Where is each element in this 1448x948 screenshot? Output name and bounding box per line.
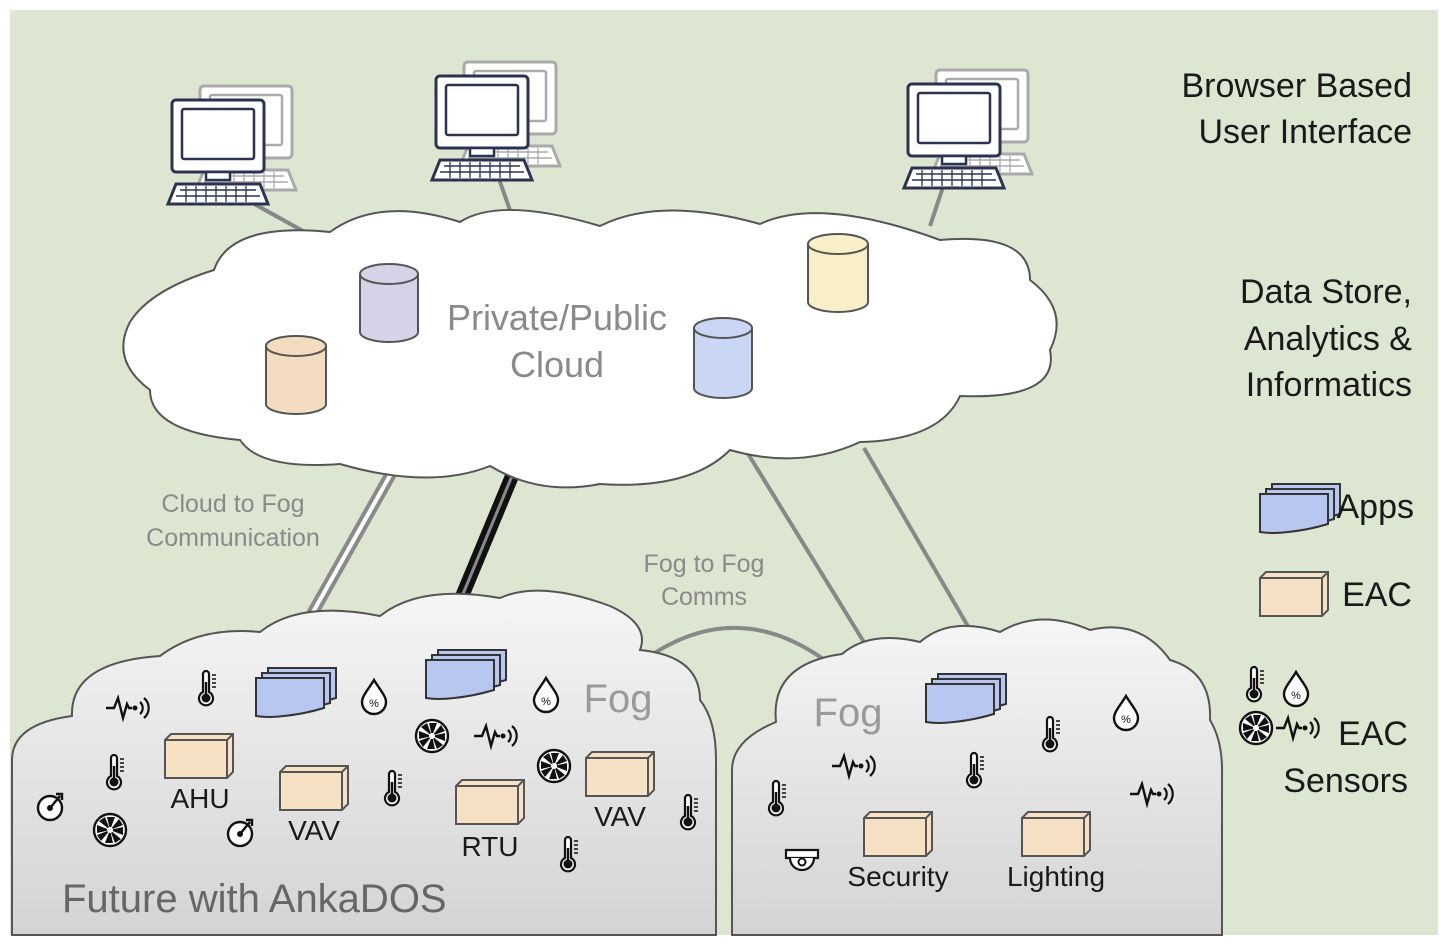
- eac-unit-label: Security: [847, 861, 948, 892]
- fog-left-label: Fog: [584, 677, 653, 721]
- fog-right-label: Fog: [814, 691, 883, 735]
- eac-unit-vav: [279, 765, 349, 811]
- eac-unit-ahu: [164, 733, 234, 779]
- eac-unit-label: Lighting: [1007, 861, 1105, 892]
- fan-icon: [92, 812, 128, 848]
- computer-icon: [430, 74, 534, 182]
- cloud-to-fog-label-line1: Cloud to Fog: [161, 490, 304, 518]
- fog-to-fog-label-line1: Fog to Fog: [644, 550, 765, 578]
- eac-unit-label: RTU: [461, 831, 518, 862]
- computer-icon: [902, 82, 1006, 190]
- fog-to-fog-link: [648, 625, 832, 666]
- legend-eac-icon: [1259, 571, 1329, 617]
- fan-icon: [536, 748, 572, 784]
- database-blue: [693, 317, 753, 399]
- legend-sensors-label-line2: Sensors: [1283, 762, 1408, 800]
- fan-icon: [414, 718, 450, 754]
- cloud-to-fog-right-links: [740, 442, 978, 654]
- side-label-data-line2: Analytics &: [1244, 320, 1412, 358]
- side-label-browser-line1: Browser Based: [1181, 67, 1412, 105]
- cloud-to-fog-link-double: [306, 469, 398, 617]
- eac-unit-security: [863, 811, 933, 857]
- legend-sensors-label-line1: EAC: [1338, 715, 1408, 753]
- cloud-to-fog-label-line2: Communication: [146, 524, 320, 552]
- computer-icon: [166, 98, 270, 206]
- side-label-data-line3: Informatics: [1246, 366, 1412, 404]
- eac-unit-label: VAV: [288, 815, 340, 846]
- gauge-icon: [226, 818, 254, 848]
- fog-left-shape: [11, 589, 717, 936]
- legend-apps-label: Apps: [1337, 488, 1415, 526]
- database-peach: [265, 335, 327, 415]
- side-label-browser-line2: User Interface: [1198, 113, 1412, 151]
- eac-unit-rtu: [455, 779, 525, 825]
- cloud-to-fog-link-primary: [451, 473, 519, 609]
- legend-eac-label: EAC: [1342, 576, 1412, 614]
- cloud-label-line2: Cloud: [510, 344, 604, 385]
- eac-unit-vav: [585, 751, 655, 797]
- gauge-icon: [36, 792, 64, 822]
- fog-to-fog-label-line2: Comms: [661, 583, 747, 611]
- legend-fan-icon: [1238, 710, 1274, 746]
- eac-unit-label: AHU: [170, 783, 229, 814]
- footer-caption: Future with AnkaDOS: [62, 877, 447, 921]
- cloud-label-line1: Private/Public: [447, 297, 667, 338]
- database-yellow: [807, 233, 869, 313]
- database-purple: [359, 263, 419, 343]
- side-label-data-line1: Data Store,: [1240, 273, 1412, 311]
- eac-unit-label: VAV: [594, 801, 646, 832]
- eac-unit-lighting: [1021, 811, 1091, 857]
